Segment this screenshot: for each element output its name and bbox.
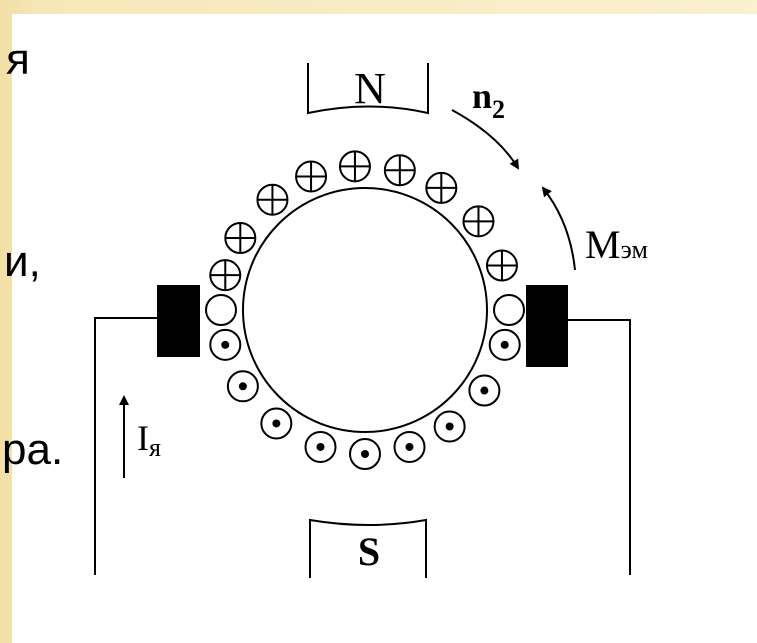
conductor-dot-3 xyxy=(393,430,426,463)
speed-label-sub: 2 xyxy=(492,95,505,124)
conductor-dot-8 xyxy=(209,328,242,361)
right-wire xyxy=(568,319,631,575)
conductor-cross-2 xyxy=(425,171,458,204)
torque-label-sub: эм xyxy=(621,235,648,264)
current-label: Iя xyxy=(137,418,161,462)
conductor-cross-8 xyxy=(209,259,242,292)
speed-label: n2 xyxy=(472,76,505,124)
torque-label: Mэм xyxy=(585,222,648,267)
circuit-wires xyxy=(94,317,631,575)
conductors-bottom xyxy=(209,328,521,470)
conductors-top xyxy=(209,150,518,292)
conductor-cross-3 xyxy=(383,154,416,187)
conductor-dot-0 xyxy=(488,328,521,361)
left-wire xyxy=(94,317,160,575)
current-label-main: I xyxy=(137,418,149,458)
south-pole xyxy=(309,518,427,578)
content-panel xyxy=(12,14,757,643)
current-label-sub: я xyxy=(149,433,161,462)
conductor-dot-1 xyxy=(468,374,501,407)
conductor-cross-5 xyxy=(295,160,328,193)
right-brush xyxy=(526,285,568,367)
conductor-dot-5 xyxy=(304,430,337,463)
left-brush xyxy=(157,285,200,357)
torque-arrow xyxy=(541,186,576,271)
speed-arrow xyxy=(451,109,520,170)
pole-south-label: S xyxy=(358,529,380,574)
conductor-cross-1 xyxy=(462,205,495,238)
conductors-neutral xyxy=(205,294,525,326)
conductor-cross-6 xyxy=(256,183,289,216)
conductor-dot-2 xyxy=(433,410,466,443)
conductor-dot-7 xyxy=(226,370,259,403)
conductor-cross-4 xyxy=(338,150,371,183)
text-fragment-2: и, xyxy=(4,237,41,286)
armature xyxy=(242,187,488,433)
conductor-empty-1 xyxy=(205,294,237,326)
conductor-empty-0 xyxy=(493,294,525,326)
torque-label-main: M xyxy=(585,222,621,267)
text-fragment-3: ра. xyxy=(2,425,64,474)
conductor-cross-0 xyxy=(485,249,518,282)
conductor-dot-6 xyxy=(260,407,293,440)
north-pole xyxy=(307,63,429,115)
conductor-cross-7 xyxy=(224,222,257,254)
speed-label-main: n xyxy=(472,76,492,116)
text-fragment-1: я xyxy=(6,35,30,84)
pole-north-label: N xyxy=(354,64,386,113)
conductor-dot-4 xyxy=(349,438,381,470)
